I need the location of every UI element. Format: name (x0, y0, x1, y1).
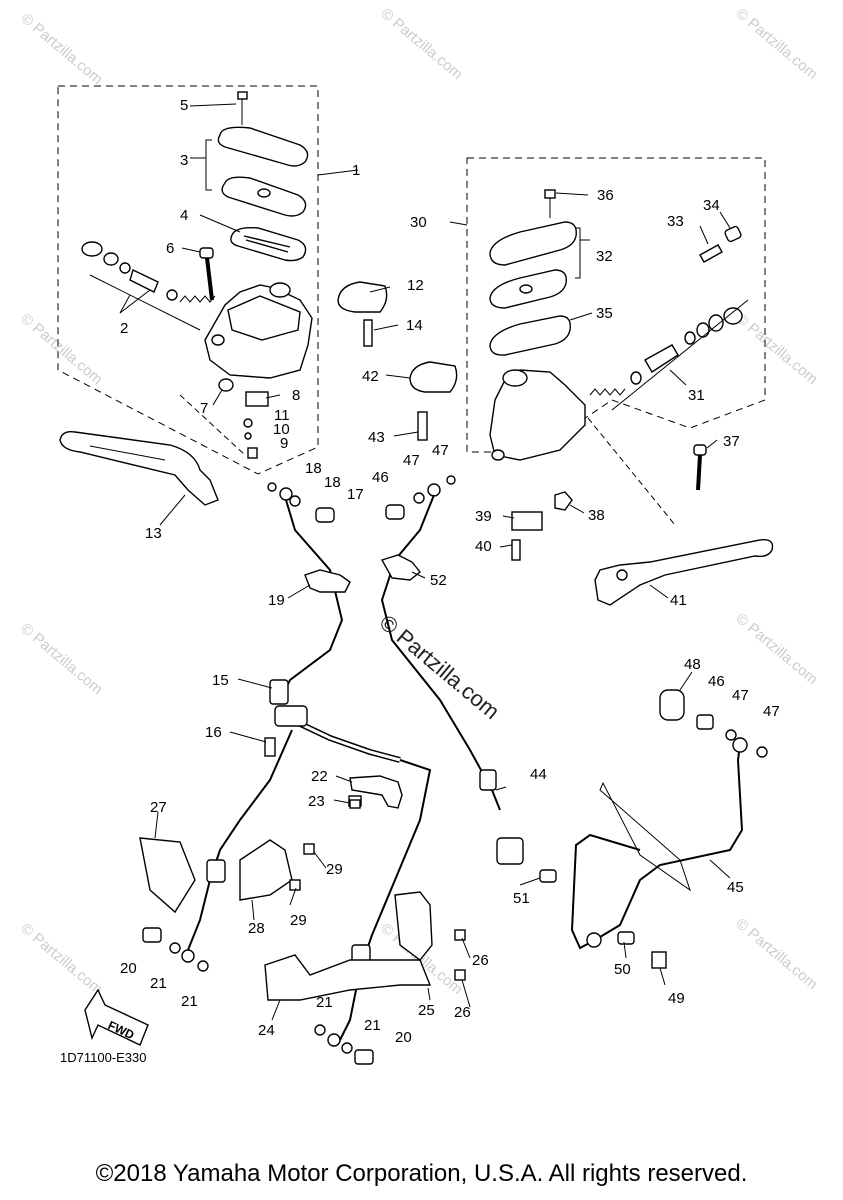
callout-24: 24 (258, 1022, 275, 1039)
callout-3: 3 (180, 152, 188, 169)
callout-4: 4 (180, 207, 188, 224)
callout-8: 8 (292, 387, 300, 404)
callout-20: 20 (120, 960, 137, 977)
callout-42: 42 (362, 368, 379, 385)
callout-23: 23 (308, 793, 325, 810)
callout-39: 39 (475, 508, 492, 525)
callout-29b: 29 (290, 912, 307, 929)
callout-47c: 47 (732, 687, 749, 704)
callout-20b: 20 (395, 1029, 412, 1046)
callout-40: 40 (475, 538, 492, 555)
callout-22: 22 (311, 768, 328, 785)
callout-47: 47 (403, 452, 420, 469)
watermark: © Partzilla.com (17, 310, 105, 388)
callout-49: 49 (668, 990, 685, 1007)
callout-25: 25 (418, 1002, 435, 1019)
callout-26: 26 (472, 952, 489, 969)
holder-12 (337, 281, 388, 347)
callout-29: 29 (326, 861, 343, 878)
callout-46b: 46 (708, 673, 725, 690)
callout-51: 51 (513, 890, 530, 907)
callout-35: 35 (596, 305, 613, 322)
callout-15: 15 (212, 672, 229, 689)
watermark-center: © Partzilla.com (375, 610, 505, 724)
watermark: © Partzilla.com (17, 920, 105, 998)
callout-43: 43 (368, 429, 385, 446)
callout-32: 32 (596, 248, 613, 265)
callout-16: 16 (205, 724, 222, 741)
left-brake-lever (59, 394, 246, 506)
callout-9: 9 (280, 435, 288, 452)
diagram-code: 1D71100-E330 (60, 1050, 147, 1065)
leader-lines (119, 103, 731, 1021)
callout-11: 11 (274, 407, 290, 424)
callout-2: 2 (120, 320, 128, 337)
callout-21b: 21 (181, 993, 198, 1010)
callout-47d: 47 (763, 703, 780, 720)
callout-46: 46 (372, 469, 389, 486)
callout-33: 33 (667, 213, 684, 230)
brackets (139, 554, 748, 1001)
callout-14: 14 (406, 317, 423, 334)
callout-21c: 21 (316, 994, 333, 1011)
watermark: © Partzilla.com (17, 620, 105, 698)
holder-42 (409, 361, 458, 441)
callout-34: 34 (703, 197, 720, 214)
callout-44: 44 (530, 766, 547, 783)
callout-18: 18 (305, 460, 322, 477)
callout-18b: 18 (324, 474, 341, 491)
callout-labels: 1 2 3 4 5 6 7 8 9 10 11 12 13 14 15 16 1… (120, 97, 780, 1046)
callout-45: 45 (727, 879, 744, 896)
fwd-arrow: FWD (84, 988, 149, 1046)
callout-48: 48 (684, 656, 701, 673)
callout-41: 41 (670, 592, 687, 609)
watermark: © Partzilla.com (17, 10, 105, 88)
callout-28: 28 (248, 920, 265, 937)
watermark: © Partzilla.com (732, 610, 820, 688)
callout-12: 12 (407, 277, 424, 294)
watermark: © Partzilla.com (377, 5, 465, 83)
callout-27: 27 (150, 799, 167, 816)
callout-17: 17 (347, 486, 364, 503)
watermark: © Partzilla.com (732, 915, 820, 993)
callout-5: 5 (180, 97, 188, 114)
watermark: © Partzilla.com (732, 310, 820, 388)
callout-37: 37 (723, 433, 740, 450)
left-master-cylinder-group (57, 85, 319, 475)
callout-30: 30 (410, 214, 427, 231)
banjo-fittings (267, 475, 456, 523)
callout-7: 7 (200, 400, 208, 417)
callout-26b: 26 (454, 1004, 471, 1021)
fasteners (142, 714, 768, 1065)
callout-1: 1 (352, 162, 360, 179)
callout-19: 19 (268, 592, 285, 609)
callout-21: 21 (150, 975, 167, 992)
callout-52: 52 (430, 572, 447, 589)
watermark: © Partzilla.com (732, 5, 820, 83)
callout-47b: 47 (432, 442, 449, 459)
callout-21d: 21 (364, 1017, 381, 1034)
callout-31: 31 (688, 387, 705, 404)
callout-36: 36 (597, 187, 614, 204)
right-master-cylinder-group (466, 157, 766, 561)
callout-50: 50 (614, 961, 631, 978)
copyright-notice: ©2018 Yamaha Motor Corporation, U.S.A. A… (95, 1160, 748, 1187)
callout-13: 13 (145, 525, 162, 542)
callout-38: 38 (588, 507, 605, 524)
callout-10: 10 (273, 421, 290, 438)
brake-hoses (187, 494, 524, 1041)
callout-6: 6 (166, 240, 174, 257)
right-brake-lever (587, 417, 774, 606)
